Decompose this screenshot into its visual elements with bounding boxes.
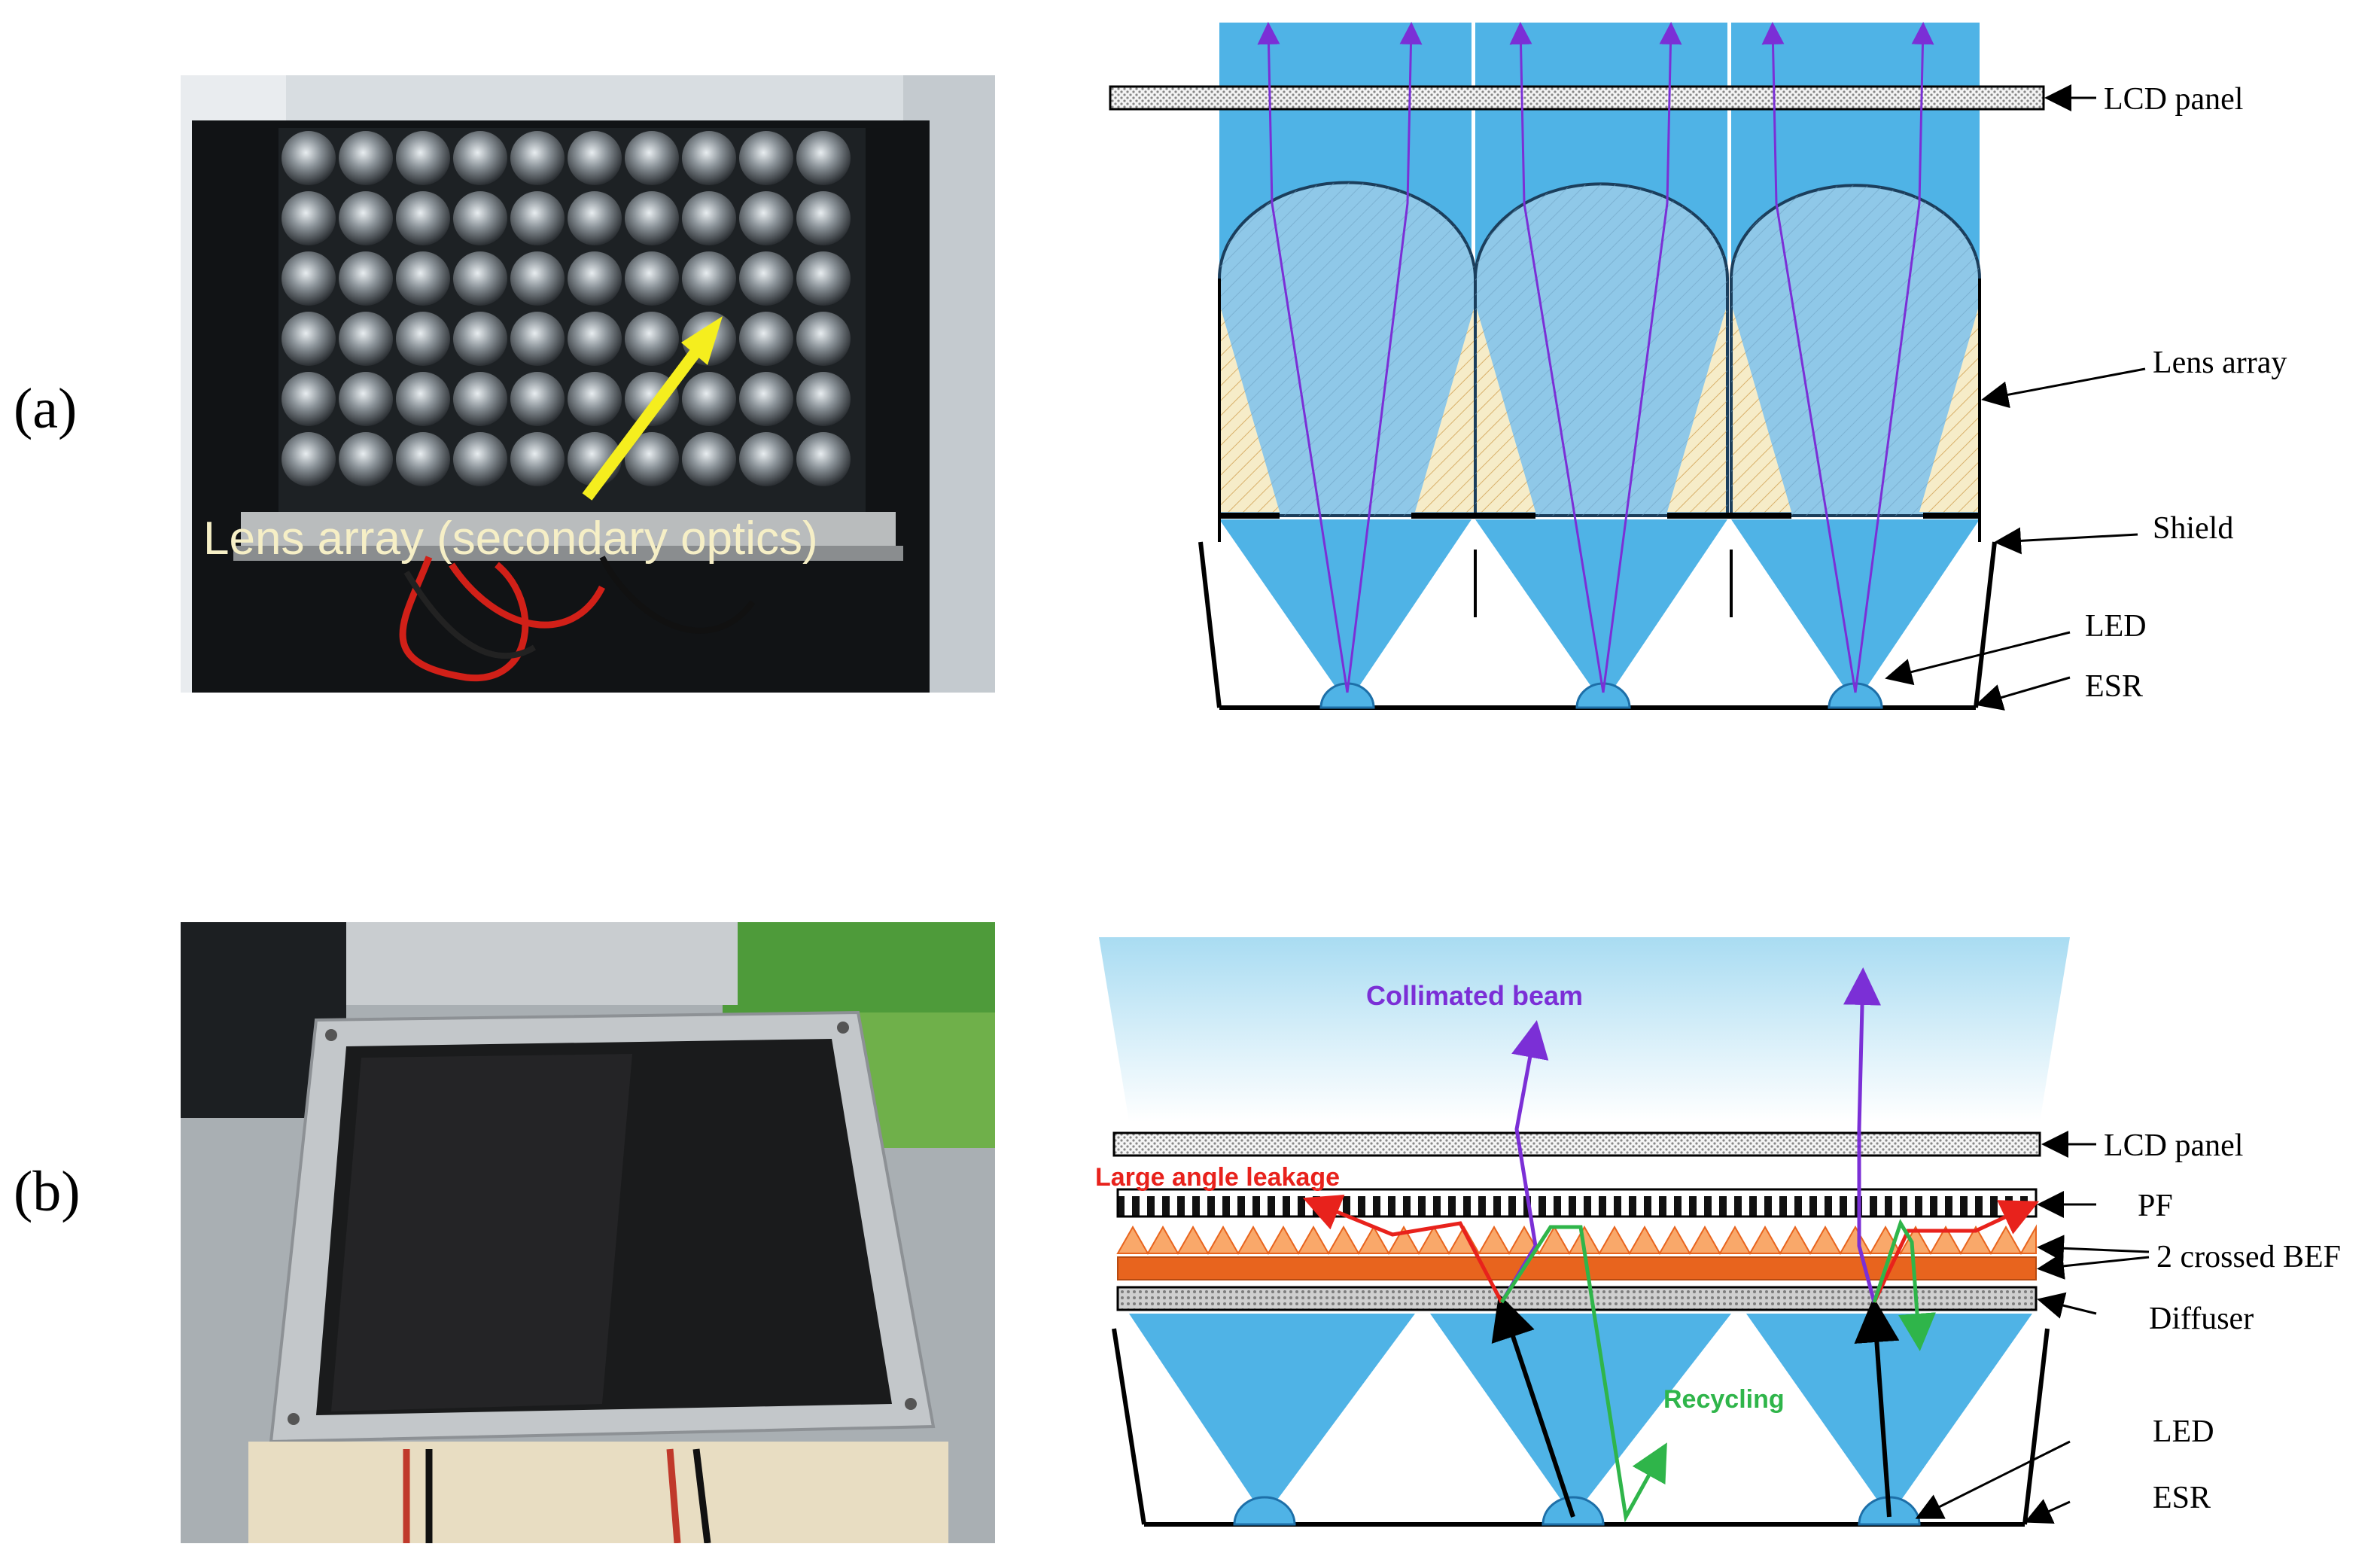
- label-recycling: Recycling: [1663, 1385, 1785, 1414]
- lcd-panel-bar-b: [1112, 1131, 2041, 1157]
- diffuser-film: [1116, 1286, 2038, 1311]
- label-lens-array: Lens array: [2153, 346, 2287, 380]
- lens-element: [796, 372, 851, 426]
- bef-film-lower: [1117, 1256, 2037, 1280]
- lens-element: [510, 131, 565, 185]
- lens-element: [510, 312, 565, 366]
- yellow-arrow-icon: [582, 343, 705, 501]
- label-bef: 2 crossed BEF: [2156, 1240, 2341, 1274]
- lens-element: [510, 251, 565, 306]
- label-large-angle-leakage: Large angle leakage: [1095, 1163, 1340, 1192]
- lens-element: [796, 432, 851, 486]
- lens-element: [339, 312, 393, 366]
- lens-element: [282, 432, 336, 486]
- lcd-panel-bar-a: [1109, 85, 2045, 111]
- lens-body-3: [1730, 184, 1981, 517]
- lens-element: [682, 191, 736, 245]
- lens-element: [568, 312, 622, 366]
- lens-element: [282, 251, 336, 306]
- lens-element: [453, 251, 507, 306]
- lens-element: [339, 432, 393, 486]
- label-led-b: LED: [2153, 1414, 2214, 1449]
- photo-assembled-backlight: [181, 922, 995, 1543]
- lens-element: [739, 312, 793, 366]
- lens-element: [568, 251, 622, 306]
- lens-element: [282, 191, 336, 245]
- label-led-a: LED: [2085, 609, 2147, 644]
- lens-element: [282, 372, 336, 426]
- lens-element: [796, 251, 851, 306]
- lens-element: [625, 191, 679, 245]
- lens-element: [396, 191, 450, 245]
- lens-element: [796, 191, 851, 245]
- lens-element: [396, 251, 450, 306]
- lens-element: [682, 131, 736, 185]
- lens-element: [339, 372, 393, 426]
- lens-element: [339, 251, 393, 306]
- lens-element: [682, 251, 736, 306]
- lens-element: [796, 131, 851, 185]
- lens-element: [396, 131, 450, 185]
- lens-element: [625, 251, 679, 306]
- bef-film-upper: [1116, 1224, 2037, 1256]
- photo-lens-array: Lens array (secondary optics): [181, 75, 995, 693]
- diagram-lens-array-backlight: LCD panel Lens array Shield LED ESR: [1109, 22, 2287, 711]
- lens-element: [510, 372, 565, 426]
- lens-element: [282, 131, 336, 185]
- lens-element: [453, 372, 507, 426]
- lens-element: [396, 432, 450, 486]
- led-dome-icon: [1233, 1496, 1296, 1526]
- lens-element: [568, 372, 622, 426]
- lens-element: [568, 191, 622, 245]
- lens-element: [796, 312, 851, 366]
- lens-element: [739, 191, 793, 245]
- lens-element: [739, 251, 793, 306]
- lens-element: [339, 191, 393, 245]
- label-diffuser: Diffuser: [2149, 1302, 2254, 1336]
- lens-element: [568, 131, 622, 185]
- lens-element: [510, 191, 565, 245]
- panel-a-label: (a): [14, 377, 78, 440]
- label-esr-b: ESR: [2153, 1481, 2211, 1515]
- label-esr-a: ESR: [2085, 669, 2143, 704]
- lens-element: [453, 312, 507, 366]
- lens-element: [625, 432, 679, 486]
- pf-film: [1116, 1188, 2038, 1218]
- label-lcd-panel-b: LCD panel: [2104, 1128, 2243, 1163]
- lens-element: [453, 191, 507, 245]
- lens-element: [739, 432, 793, 486]
- lens-element: [739, 131, 793, 185]
- lens-element: [682, 432, 736, 486]
- lens-element: [339, 131, 393, 185]
- lens-element: [396, 372, 450, 426]
- lens-element: [625, 131, 679, 185]
- label-lcd-panel-a: LCD panel: [2104, 82, 2243, 117]
- lens-element: [453, 432, 507, 486]
- lens-body-1: [1218, 181, 1477, 517]
- label-pf: PF: [2138, 1189, 2173, 1223]
- label-shield: Shield: [2153, 511, 2233, 546]
- lens-element: [682, 372, 736, 426]
- photo-caption-lens-array: Lens array (secondary optics): [203, 513, 818, 565]
- lens-element: [739, 372, 793, 426]
- lens-element: [453, 131, 507, 185]
- panel-b-label: (b): [14, 1160, 81, 1223]
- lens-body-2: [1474, 182, 1729, 517]
- label-collimated-beam: Collimated beam: [1366, 980, 1583, 1011]
- diagram-collimated-backlight: Collimated beam Large angle leakage Recy…: [1095, 937, 2341, 1527]
- lens-element: [282, 312, 336, 366]
- lens-element: [625, 312, 679, 366]
- lens-element: [510, 432, 565, 486]
- lens-element: [396, 312, 450, 366]
